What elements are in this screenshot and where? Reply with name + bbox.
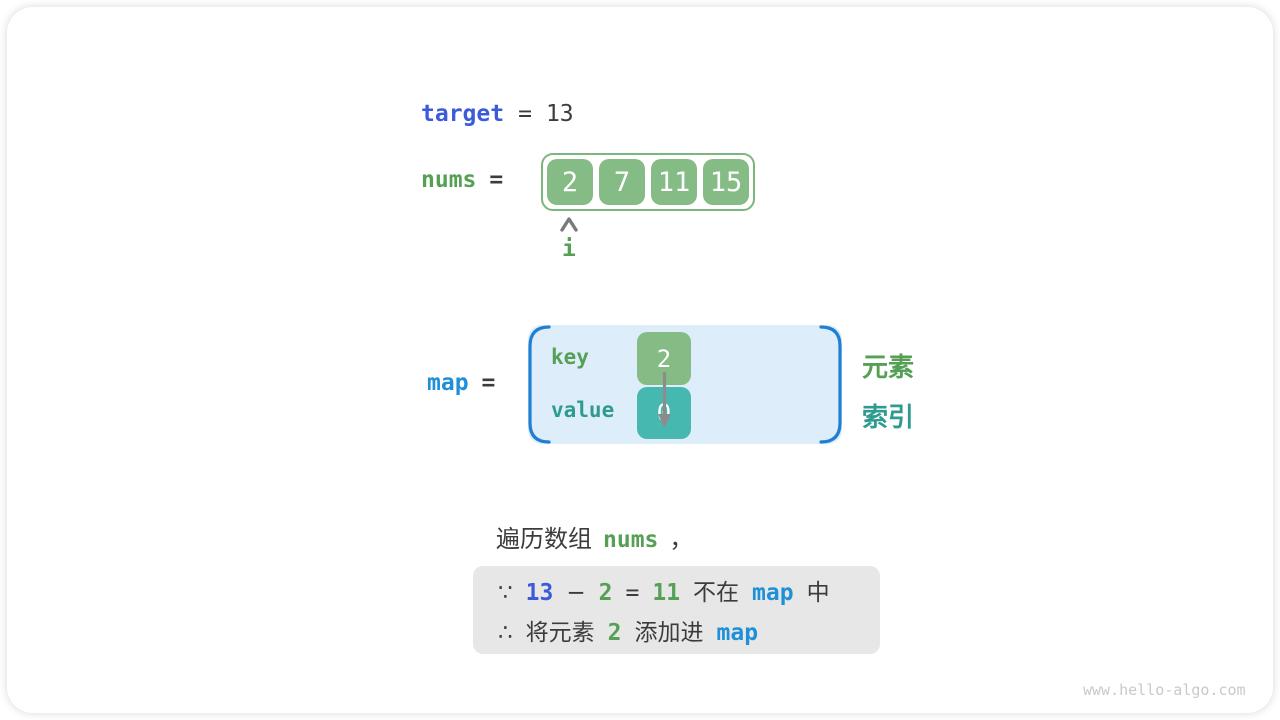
array-cell: 7 xyxy=(599,159,645,205)
target-value: 13 xyxy=(545,101,574,127)
nums-var-label: nums xyxy=(421,167,477,193)
array-cell: 15 xyxy=(703,159,749,205)
nums-label-row: nums = xyxy=(421,167,503,193)
because-symbol: ∵ xyxy=(498,580,513,606)
map-equals: = xyxy=(481,370,496,396)
target-var-label: target xyxy=(421,101,505,127)
nums-equals: = xyxy=(489,167,504,193)
note-element-value: 2 xyxy=(598,580,613,606)
target-equals: = xyxy=(518,101,532,127)
map-value-label: value xyxy=(551,398,615,422)
note-element-value-2: 2 xyxy=(607,620,622,646)
index-side-label: 索引 xyxy=(862,403,915,433)
note-map-code-2: map xyxy=(716,620,759,646)
nums-array: 2 7 11 15 xyxy=(541,153,755,211)
therefore-symbol: ∴ xyxy=(498,620,513,646)
note-line-1: ∵ 13 − 2 = 11 不在 map 中 xyxy=(498,573,880,607)
watermark: www.hello-algo.com xyxy=(1083,681,1246,699)
map-label-row: map = xyxy=(427,370,495,396)
map-bracket-icons xyxy=(528,325,842,444)
note-diff-value: 11 xyxy=(652,580,681,606)
note-box: ∵ 13 − 2 = 11 不在 map 中 ∴ 将元素 2 添加进 map xyxy=(473,566,880,654)
note-add-prefix-text: 将元素 xyxy=(525,620,595,646)
caption-nums-code: nums xyxy=(603,527,659,553)
diagram-card: target = 13 nums = 2 7 11 15 i map = key… xyxy=(7,7,1273,713)
map-container: key value 2 0 xyxy=(528,325,842,444)
note-minus: − xyxy=(566,580,586,606)
target-row: target = 13 xyxy=(421,101,574,127)
note-equals: = xyxy=(625,580,640,606)
array-cell: 11 xyxy=(651,159,697,205)
index-pointer-arrow-icon xyxy=(560,217,578,232)
note-not-in-text: 不在 xyxy=(693,580,740,606)
note-in-text: 中 xyxy=(806,580,830,606)
note-target-value: 13 xyxy=(525,580,554,606)
map-var-label: map xyxy=(427,370,469,396)
element-side-label: 元素 xyxy=(862,353,915,383)
array-cell: 2 xyxy=(547,159,593,205)
map-key-label: key xyxy=(551,345,589,369)
index-pointer-label: i xyxy=(562,236,576,262)
note-add-middle-text: 添加进 xyxy=(634,620,704,646)
note-map-code: map xyxy=(752,580,794,606)
caption-row: 遍历数组 nums ， xyxy=(496,519,693,554)
key-to-value-arrow-icon xyxy=(658,372,671,428)
note-line-2: ∴ 将元素 2 添加进 map xyxy=(498,613,880,647)
caption-comma: ， xyxy=(669,525,694,553)
caption-text: 遍历数组 xyxy=(496,525,592,553)
